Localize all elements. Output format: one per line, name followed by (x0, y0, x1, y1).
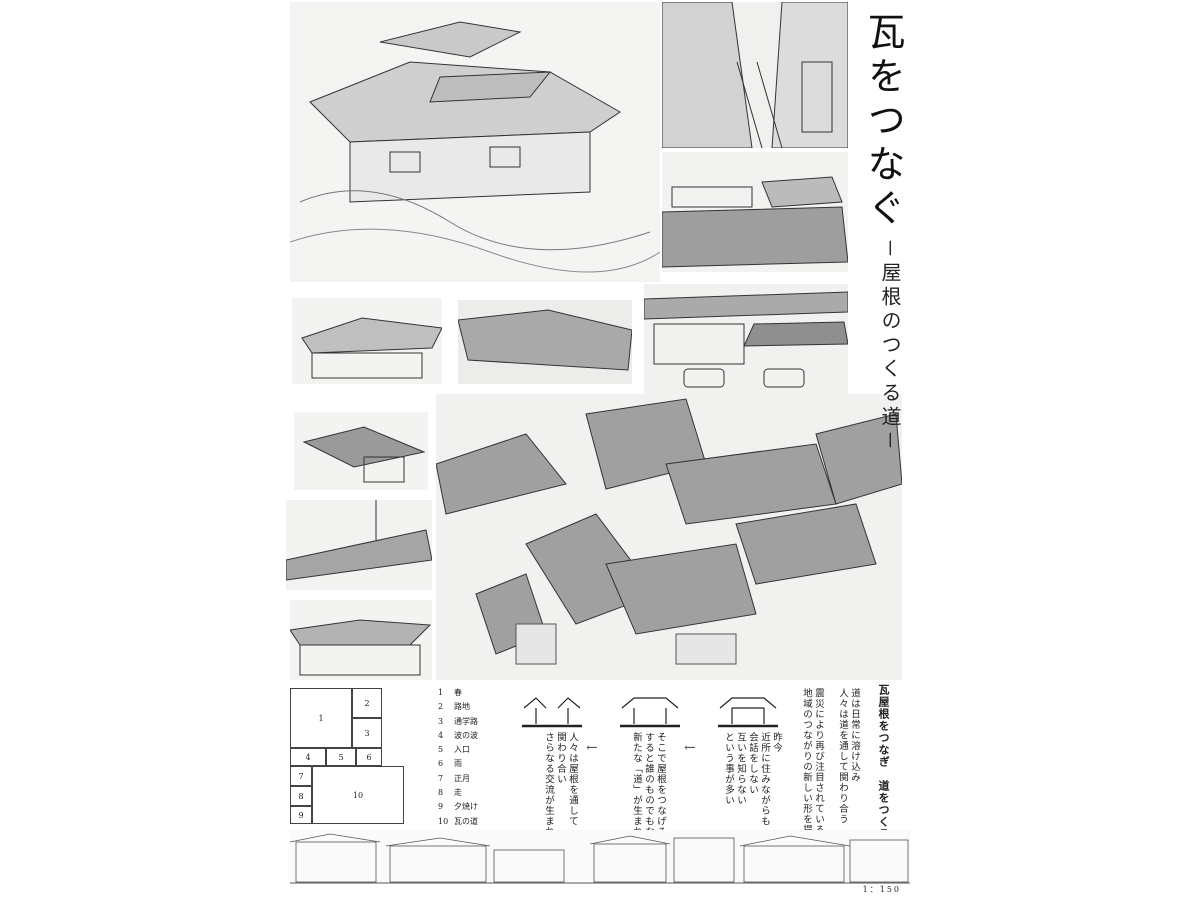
key-cell-3: 3 (352, 718, 382, 748)
caption-1: 昨今 近所に住みながらも 会話をしない 互いを知らない という事が多い (723, 732, 782, 827)
page-subtitle: －屋根のつくる道－ (878, 238, 902, 454)
key-cell-2: 2 (352, 688, 382, 718)
key-map: 1 2 3 4 5 6 7 8 9 10 (290, 688, 404, 824)
street-elevation (290, 830, 910, 884)
page-title: 瓦をつなぐ (861, 12, 905, 232)
roof-diagram-3 (718, 697, 778, 728)
roof-diagram-1 (522, 697, 582, 728)
sketch-rain (294, 412, 428, 490)
sketch-waves-2 (458, 300, 632, 384)
key-cell-7: 7 (290, 766, 312, 786)
sketch-sunset (290, 600, 432, 680)
key-cell-9: 9 (290, 806, 312, 824)
concept-paragraph-2: 震災により再び注目されている 地域のつながりの新しい形を提案する (801, 688, 824, 867)
key-cell-8: 8 (290, 786, 312, 806)
roof-diagram-2 (620, 697, 680, 728)
concept-heading: 瓦屋根をつなぎ 道をつくる (877, 684, 890, 840)
sketch-new-year (286, 500, 432, 590)
arrow-left-icon: ← (684, 740, 696, 756)
sketch-spring (290, 2, 660, 282)
scale-label: 1：150 (862, 885, 901, 894)
caption-3: 人々は屋根を通して 関わり合い さらなる交流が生まれる (543, 732, 578, 848)
key-cell-4: 4 (290, 748, 326, 766)
sketch-alley (662, 2, 848, 148)
sketch-entrance (644, 284, 848, 394)
key-cell-1: 1 (290, 688, 352, 748)
sketch-waves-1 (292, 298, 442, 384)
sketch-tile-road (436, 394, 902, 680)
arrow-left-icon: ← (586, 740, 598, 756)
key-cell-6: 6 (356, 748, 382, 766)
sketch-school-road (662, 152, 848, 272)
concept-paragraph-1: 道は日常に溶け込み 人々は道を通して関わり合う (837, 688, 860, 825)
caption-2: そこで屋根をつなげる すると誰のものでもない 新たな「道」が生まれる (631, 732, 666, 848)
key-cell-5: 5 (326, 748, 356, 766)
key-cell-10: 10 (312, 766, 404, 824)
